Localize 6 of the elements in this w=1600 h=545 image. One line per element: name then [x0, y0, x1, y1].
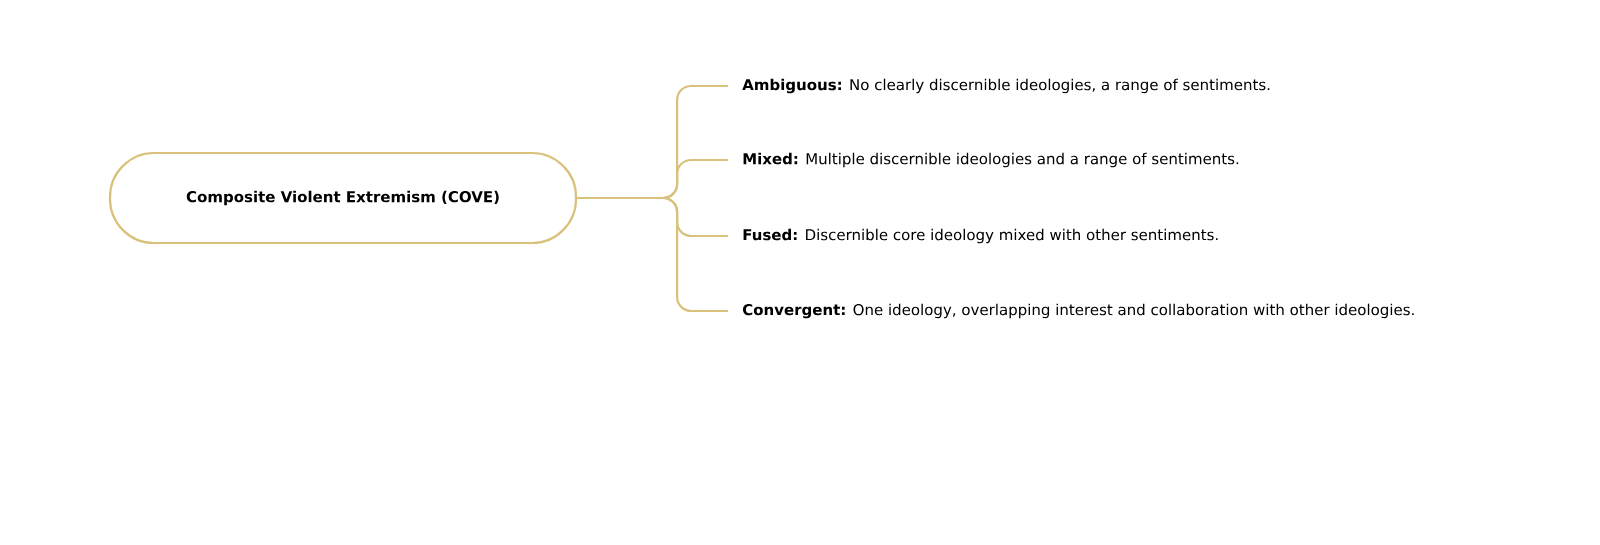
branch-text: Mixed: Multiple discernible ideologies and a range of sentiments.	[743, 152, 1239, 168]
branch-text: Convergent: One ideology, overlapping interest and collaboration with other ideologies.	[742, 303, 1414, 319]
rounded-pill: Composite Violent Extremism (COVE)	[108, 151, 578, 245]
branch-text: Fused: Discernible core ideology mixed with other sentiments.	[743, 228, 1218, 244]
connector-line	[577, 196, 728, 313]
branch-text: Ambiguous: No clearly discernible ideologies, a range of sentiments.	[742, 78, 1270, 94]
